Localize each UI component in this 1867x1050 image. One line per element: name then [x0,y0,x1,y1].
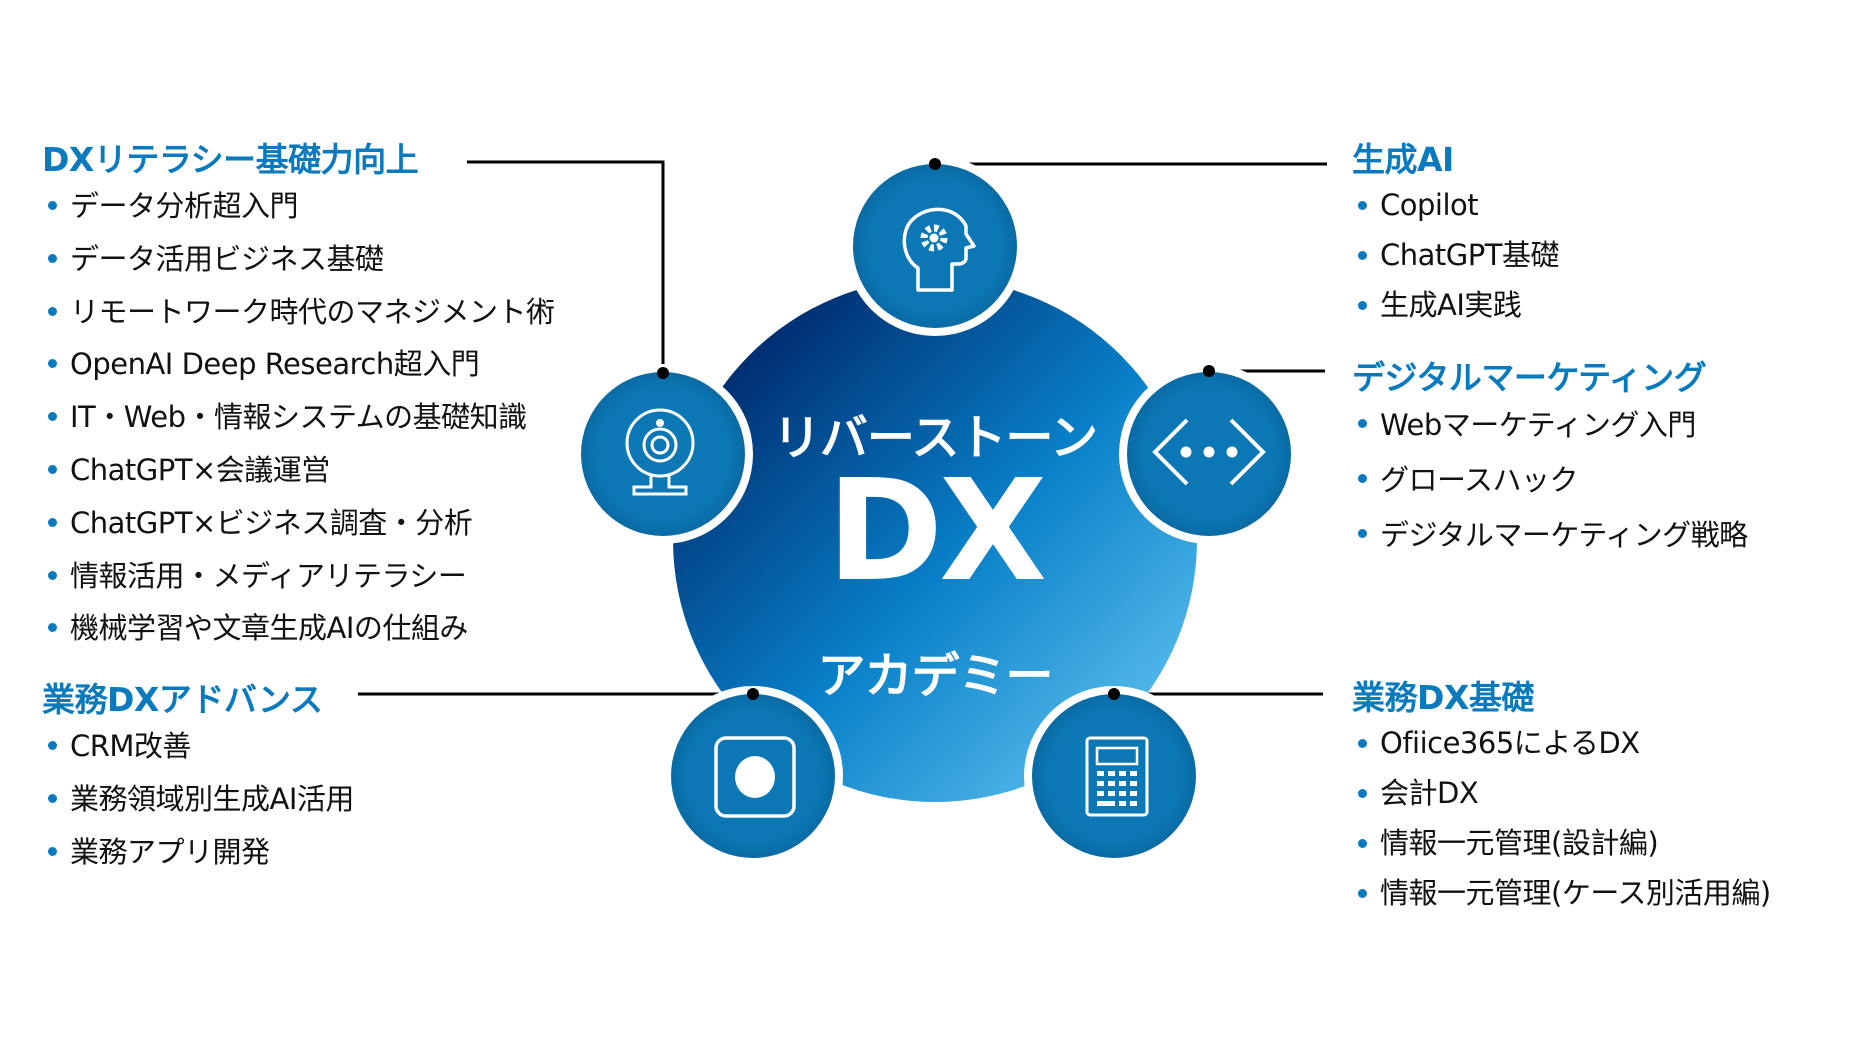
connector-dx-literacy [467,160,665,373]
connector-dot [1203,365,1215,377]
course-list: CRM改善 業務領域別生成AI活用 業務アプリ開発 [42,720,354,879]
course-item[interactable]: リモートワーク時代のマネジメント術 [42,286,555,339]
course-item[interactable]: Copilot [1352,180,1559,230]
course-item[interactable]: デジタルマーケティング戦略 [1352,508,1748,563]
course-item[interactable]: IT・Web・情報システムの基礎知識 [42,391,555,444]
connector-dot [929,158,941,170]
group-dx-literacy: DXリテラシー基礎力向上 データ分析超入門 データ活用ビジネス基礎 リモートワー… [42,140,555,655]
course-item[interactable]: CRM改善 [42,720,354,773]
group-title: DXリテラシー基礎力向上 [42,140,419,179]
node-digital-marketing[interactable] [1119,364,1299,544]
course-item[interactable]: Webマーケティング入門 [1352,398,1748,453]
course-item[interactable]: 生成AI実践 [1352,280,1559,330]
course-item[interactable]: 情報一元管理(設計編) [1352,818,1771,868]
webcam-icon [625,408,695,496]
node-generative-ai[interactable] [845,156,1025,336]
course-item[interactable]: 会計DX [1352,768,1771,818]
course-item[interactable]: データ分析超入門 [42,180,555,233]
group-business-dx-basics: 業務DX基礎 Ofiice365によるDX 会計DX 情報一元管理(設計編) 情… [1352,678,1771,918]
course-item[interactable]: グロースハック [1352,453,1748,508]
record-button-icon [714,736,796,818]
node-business-dx-basics[interactable] [1024,686,1204,866]
course-item[interactable]: 情報活用・メディアリテラシー [42,550,555,603]
connector-dot [1108,688,1120,700]
course-item[interactable]: Ofiice365によるDX [1352,718,1771,768]
course-item[interactable]: 業務アプリ開発 [42,826,354,879]
course-list: Webマーケティング入門 グロースハック デジタルマーケティング戦略 [1352,398,1748,563]
course-item[interactable]: ChatGPT×ビジネス調査・分析 [42,497,555,550]
group-title: デジタルマーケティング [1352,358,1707,397]
course-item[interactable]: 情報一元管理(ケース別活用編) [1352,868,1771,918]
group-business-dx-advance: 業務DXアドバンス CRM改善 業務領域別生成AI活用 業務アプリ開発 [42,680,354,879]
course-item[interactable]: 業務領域別生成AI活用 [42,773,354,826]
node-dx-literacy[interactable] [573,364,753,544]
center-title-line1: リバーストーン [772,410,1098,466]
connector-dot [657,367,669,379]
course-item[interactable]: ChatGPT基礎 [1352,230,1559,280]
course-item[interactable]: 機械学習や文章生成AIの仕組み [42,602,555,655]
course-list: データ分析超入門 データ活用ビジネス基礎 リモートワーク時代のマネジメント術 O… [42,180,555,655]
connector-dot [747,688,759,700]
calculator-icon [1085,736,1149,817]
group-title: 業務DX基礎 [1352,678,1534,717]
course-list: Ofiice365によるDX 会計DX 情報一元管理(設計編) 情報一元管理(ケ… [1352,718,1771,918]
node-business-dx-advance[interactable] [663,686,843,866]
course-list: Copilot ChatGPT基礎 生成AI実践 [1352,180,1559,330]
course-item[interactable]: データ活用ビジネス基礎 [42,233,555,286]
connector-dots [657,158,1215,700]
group-title: 業務DXアドバンス [42,680,323,719]
center-title-dx: DX [826,450,1047,613]
group-digital-marketing: デジタルマーケティング Webマーケティング入門 グロースハック デジタルマーケ… [1352,358,1748,563]
center-title-line3: アカデミー [817,648,1053,704]
head-gear-icon [902,207,976,292]
course-item[interactable]: OpenAI Deep Research超入門 [42,338,555,391]
code-brackets-icon [1152,418,1266,486]
course-item[interactable]: ChatGPT×会議運営 [42,444,555,497]
group-generative-ai: 生成AI Copilot ChatGPT基礎 生成AI実践 [1352,140,1559,330]
center-hub [673,278,1197,802]
group-title: 生成AI [1352,140,1454,179]
